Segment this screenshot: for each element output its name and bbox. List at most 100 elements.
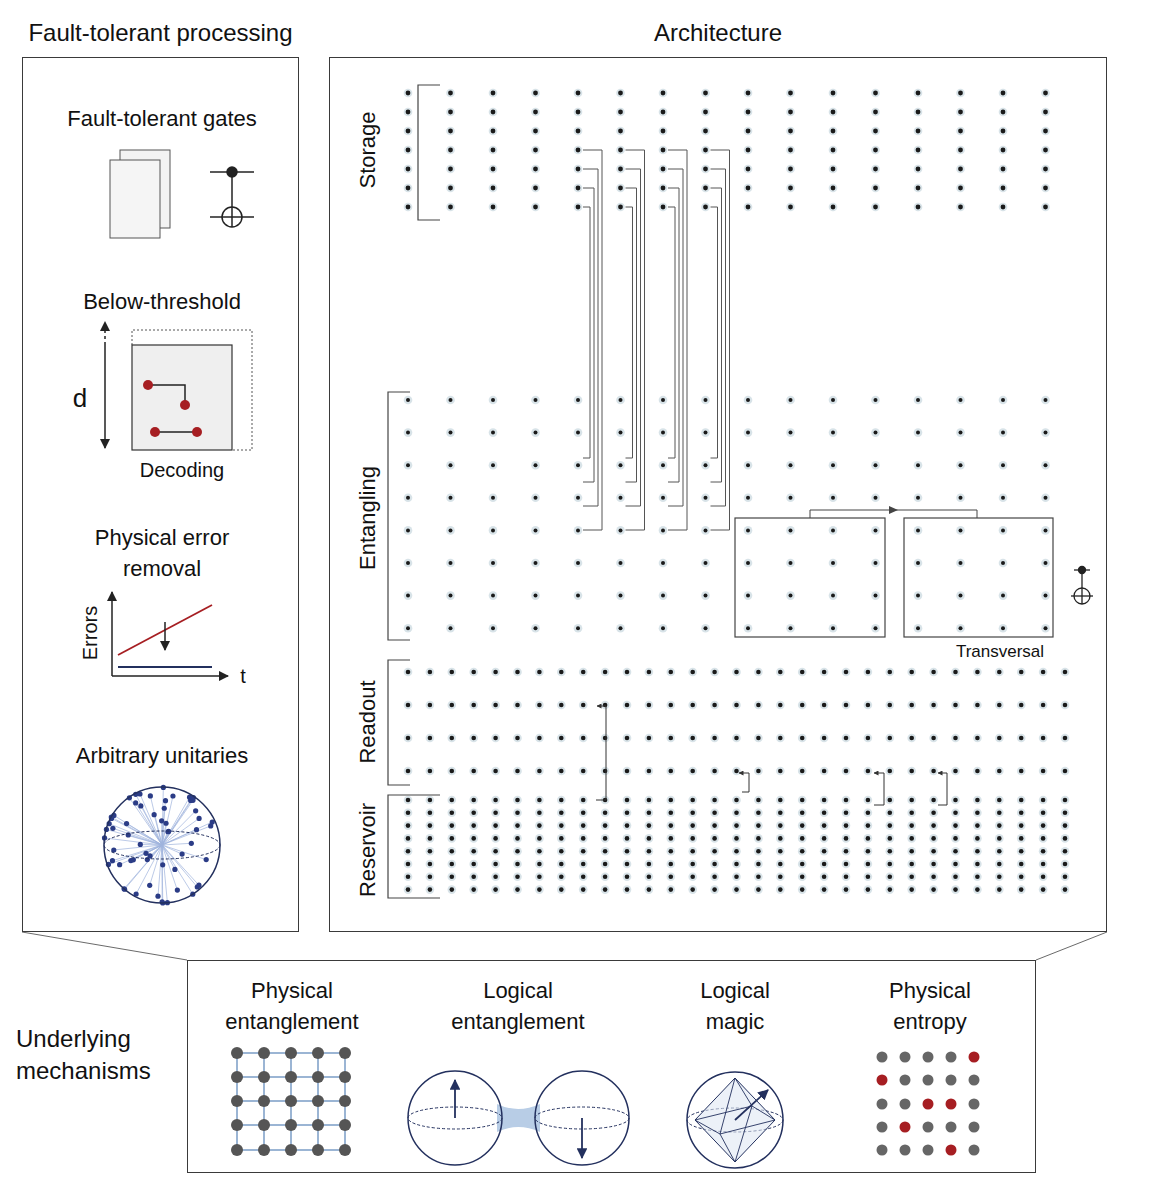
atom-halo (864, 860, 873, 869)
atom-halo (973, 767, 982, 776)
atom-halo (667, 885, 676, 894)
logical-magic-icon (687, 1072, 783, 1168)
atom-halo (601, 821, 610, 830)
atom (533, 186, 538, 191)
atom-halo (659, 396, 668, 405)
atom-halo (995, 734, 1004, 743)
atom-halo (448, 834, 457, 843)
atom-halo (623, 847, 632, 856)
atom (746, 594, 750, 598)
atom (997, 823, 1002, 828)
atom-halo (820, 834, 829, 843)
atom (866, 836, 871, 841)
atom-halo (929, 668, 938, 677)
atom (874, 528, 878, 532)
atom (1043, 110, 1048, 115)
atom-halo (535, 809, 544, 818)
atom (491, 205, 496, 210)
transversal-block (904, 518, 1053, 637)
atom (778, 836, 783, 841)
atom-halo (842, 734, 851, 743)
atom (491, 167, 496, 172)
atom (844, 862, 849, 867)
code-patch (132, 330, 252, 450)
atom-halo (557, 873, 566, 882)
atom (866, 798, 871, 803)
transversal-block (889, 506, 898, 514)
logical-magic-icon (695, 1078, 775, 1162)
atom (909, 798, 914, 803)
code-patch (180, 400, 190, 410)
atom-halo (871, 559, 880, 568)
unitary-ray (114, 845, 162, 850)
atom-halo (1041, 203, 1050, 212)
atom-halo (426, 809, 435, 818)
atom-halo (1061, 734, 1070, 743)
code-patch (132, 345, 232, 450)
atom-halo (914, 127, 923, 136)
atom-halo (1061, 821, 1070, 830)
unitary-point (148, 793, 153, 798)
atom (618, 205, 623, 210)
atom-halo (579, 873, 588, 882)
atom-halo (995, 873, 1004, 882)
atom (581, 736, 586, 741)
entropy-dot (877, 1099, 888, 1110)
atom (831, 129, 836, 134)
atom-halo (448, 767, 457, 776)
atom (822, 823, 827, 828)
atom (822, 887, 827, 892)
atom (537, 811, 542, 816)
atom (576, 431, 580, 435)
atom (581, 823, 586, 828)
entropy-dot (877, 1145, 888, 1156)
atom (1063, 836, 1068, 841)
bloch-sphere (104, 831, 220, 859)
atom-halo (489, 428, 498, 437)
atom-halo (956, 396, 965, 405)
atom-halo (701, 108, 710, 117)
atom (1041, 849, 1046, 854)
atom-halo (1041, 184, 1050, 193)
atom (534, 561, 538, 565)
atom-halo (1061, 834, 1070, 843)
atom-halo (829, 494, 838, 503)
atom (953, 811, 958, 816)
atom-halo (426, 668, 435, 677)
atom (515, 736, 520, 741)
atom (1043, 186, 1048, 191)
atom (874, 496, 878, 500)
atom-halo (491, 860, 500, 869)
entropy-dot (923, 1099, 934, 1110)
atom-halo (1041, 461, 1050, 470)
code-patch (143, 380, 153, 390)
atom-halo (1061, 885, 1070, 894)
atom-halo (786, 461, 795, 470)
atom (873, 167, 878, 172)
atom (888, 849, 893, 854)
atom-halo (829, 526, 838, 535)
atom (931, 811, 936, 816)
code-patch (192, 427, 202, 437)
atom-halo (579, 821, 588, 830)
atom-halo (956, 624, 965, 633)
qubit-dot (312, 1047, 324, 1059)
atom (746, 129, 751, 134)
atom-move-path (711, 188, 722, 482)
atom (661, 528, 665, 532)
atom-halo (574, 494, 583, 503)
atom (916, 167, 921, 172)
atom (931, 670, 936, 675)
atom (1044, 594, 1048, 598)
atom (975, 836, 980, 841)
atom (831, 148, 836, 153)
atom-halo (701, 127, 710, 136)
atom-halo (623, 668, 632, 677)
atom-halo (574, 146, 583, 155)
atom-halo (574, 203, 583, 212)
atom-halo (688, 796, 697, 805)
atom-halo (489, 127, 498, 136)
atom (559, 703, 564, 708)
atom-halo (914, 108, 923, 117)
atom (734, 811, 739, 816)
